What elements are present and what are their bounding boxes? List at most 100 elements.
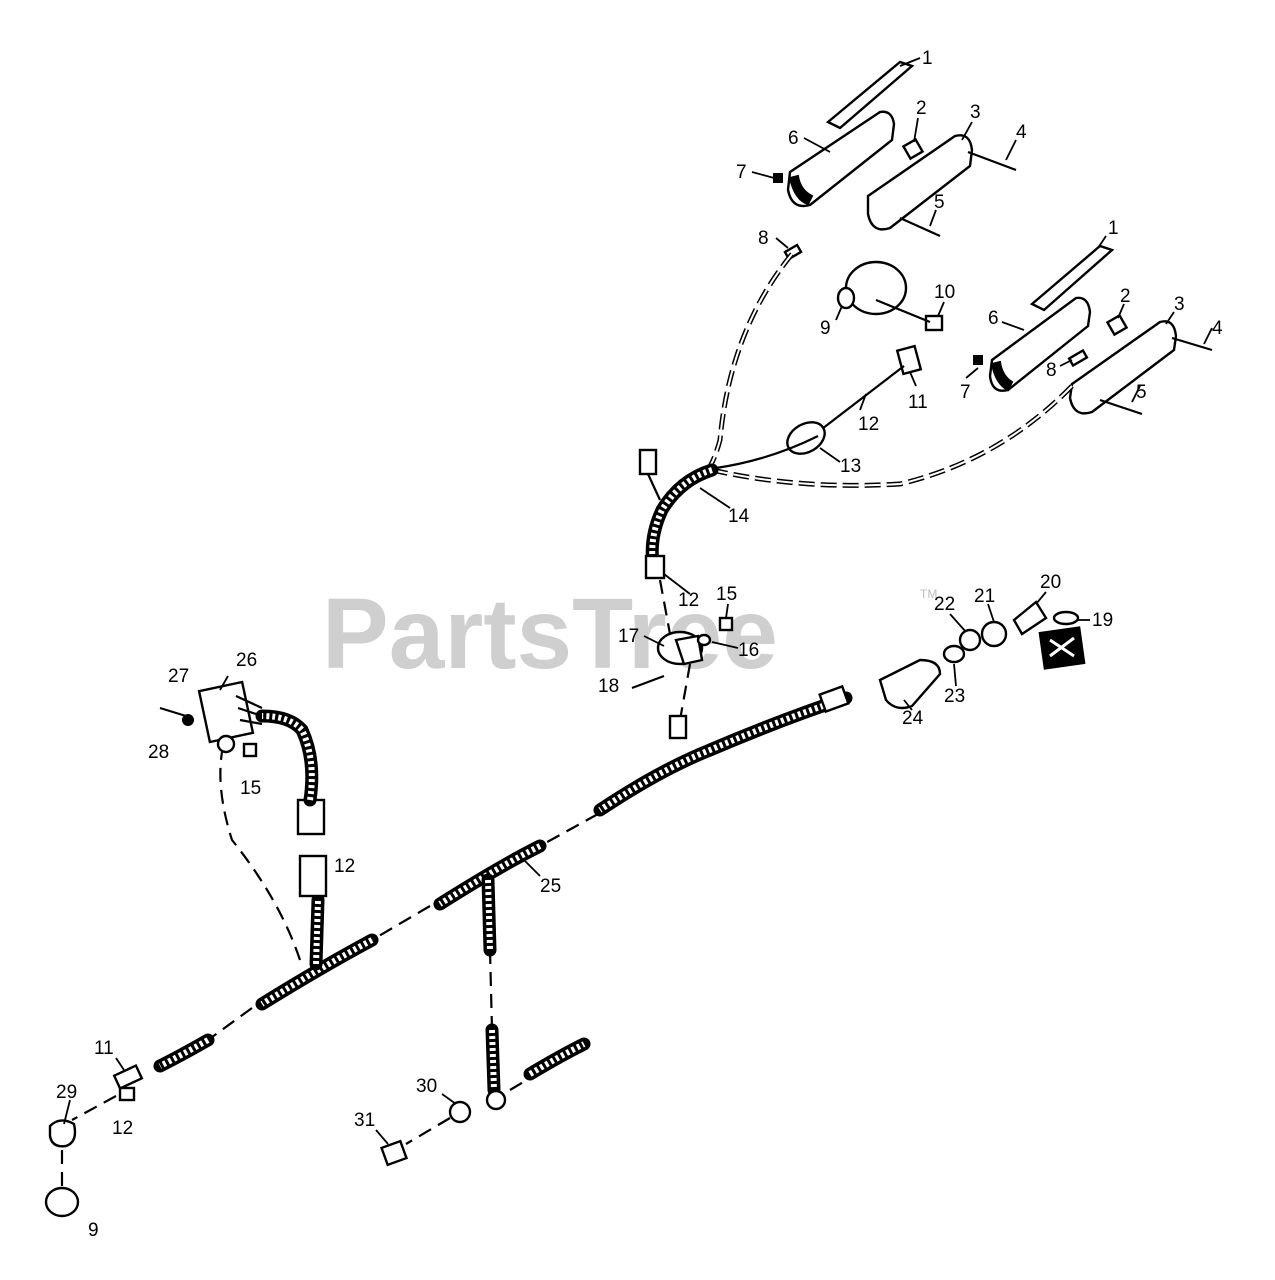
screw-part-4b	[1171, 336, 1213, 352]
harness-branch-down	[481, 873, 497, 957]
connector-part-12c-upper	[296, 798, 326, 836]
nut-part-9a	[836, 286, 856, 310]
callout-20: 20	[1040, 572, 1061, 593]
control-module-group	[159, 680, 263, 758]
callout-15: 15	[716, 584, 737, 605]
callout-21: 21	[974, 586, 995, 607]
callout-9: 9	[820, 318, 831, 339]
washer-part-16	[696, 633, 712, 647]
callout-4b: 4	[1212, 318, 1223, 339]
callout-leaders	[63, 57, 1213, 1145]
callout-24: 24	[902, 708, 924, 729]
wire-to-connector	[817, 365, 905, 433]
callout-23: 23	[944, 686, 965, 707]
callout-15b: 15	[240, 778, 261, 799]
callout-18: 18	[598, 676, 619, 697]
callout-28: 28	[148, 742, 169, 763]
main-harness-middle-part-25	[433, 839, 547, 911]
callout-6: 6	[788, 128, 799, 149]
handle-half-end-part-6b	[990, 360, 1014, 392]
screw-part-18	[631, 674, 665, 690]
callout-7b: 7	[960, 382, 971, 403]
callout-2: 2	[916, 98, 927, 119]
ring-terminal-branch	[485, 1089, 507, 1111]
switch-shaft	[875, 298, 931, 324]
callout-31: 31	[354, 1110, 375, 1131]
ring-terminal-module	[216, 734, 236, 754]
wire-bundle-left	[698, 252, 794, 481]
upper-handle-assembly	[773, 60, 1017, 261]
handle-half-part-3	[866, 134, 974, 231]
screw-part-5b	[1099, 398, 1143, 416]
washer-part-28	[182, 714, 194, 726]
wire-clip-part-13	[786, 421, 826, 455]
callout-12b: 12	[678, 590, 699, 611]
handle-half-part-3b	[1068, 320, 1178, 415]
nut-part-9b	[44, 1186, 80, 1218]
switch-plate	[844, 260, 908, 316]
handle-half-part-6b	[988, 296, 1092, 392]
connector-part-8b	[1067, 348, 1089, 368]
washer-part-30	[448, 1100, 472, 1124]
callout-13: 13	[840, 456, 861, 477]
callout-12: 12	[858, 414, 879, 435]
callout-27: 27	[168, 666, 189, 687]
callout-2b: 2	[1120, 286, 1131, 307]
wire-bundle-right	[711, 384, 1074, 488]
callout-1b: 1	[1108, 218, 1119, 239]
callout-7: 7	[736, 162, 747, 183]
callout-labels: 1 2 3 4 5 6 7 8 1 2 3 4 5 6 7 8 9 10 11 …	[56, 48, 1223, 1241]
callout-6b: 6	[988, 308, 999, 329]
callout-22: 22	[934, 594, 955, 615]
callout-8: 8	[758, 228, 769, 249]
callout-17: 17	[618, 626, 639, 647]
watermark-trademark: TM	[920, 587, 937, 601]
nut-part-21	[980, 620, 1008, 648]
callout-12d: 12	[112, 1118, 133, 1139]
nut-part-22	[958, 628, 982, 652]
handle-half-part-6	[786, 110, 896, 208]
harness-to-module	[255, 709, 319, 807]
nut-part-15b	[242, 742, 258, 758]
nut-part-7b	[973, 355, 983, 365]
callout-3b: 3	[1174, 294, 1185, 315]
connector-part-12b	[644, 554, 666, 580]
relay-bracket	[674, 634, 704, 666]
control-module-part-26	[197, 680, 255, 744]
callout-19: 19	[1092, 610, 1113, 631]
callout-11b: 11	[94, 1038, 114, 1059]
callout-25: 25	[540, 876, 561, 897]
callout-29: 29	[56, 1082, 77, 1103]
callout-5: 5	[934, 192, 945, 213]
switch-part-2	[901, 137, 925, 161]
connector-part-11b	[112, 1063, 144, 1091]
screw-part-27	[159, 706, 187, 718]
nut-part-15a	[718, 616, 734, 632]
bracket-part-20	[1012, 600, 1048, 636]
callout-14: 14	[728, 506, 750, 527]
switch-part-2b	[1105, 313, 1129, 337]
watermark-text: PartsTree	[322, 578, 778, 690]
key-switch-part-10	[924, 314, 944, 332]
callout-16: 16	[738, 640, 759, 661]
callout-4: 4	[1016, 122, 1027, 143]
callout-10: 10	[934, 282, 955, 303]
gasket-part-19	[1052, 610, 1080, 626]
screw-part-5	[899, 216, 941, 238]
callout-5b: 5	[1136, 382, 1147, 403]
screw-part-4	[967, 150, 1017, 172]
callout-1: 1	[922, 48, 933, 69]
callout-26: 26	[236, 650, 257, 671]
grip-strip-part-1b	[1029, 244, 1115, 312]
callout-8b: 8	[1046, 360, 1057, 381]
callout-12c: 12	[334, 856, 355, 877]
connector-top-14	[638, 448, 658, 476]
lower-handle-assembly	[973, 244, 1213, 416]
callout-3: 3	[970, 102, 981, 123]
main-harness-upper	[593, 691, 853, 817]
callout-9b: 9	[88, 1220, 99, 1241]
handle-half-end-part-6	[788, 174, 814, 206]
switch-body-part-24	[878, 658, 942, 710]
relay-group	[631, 579, 734, 740]
